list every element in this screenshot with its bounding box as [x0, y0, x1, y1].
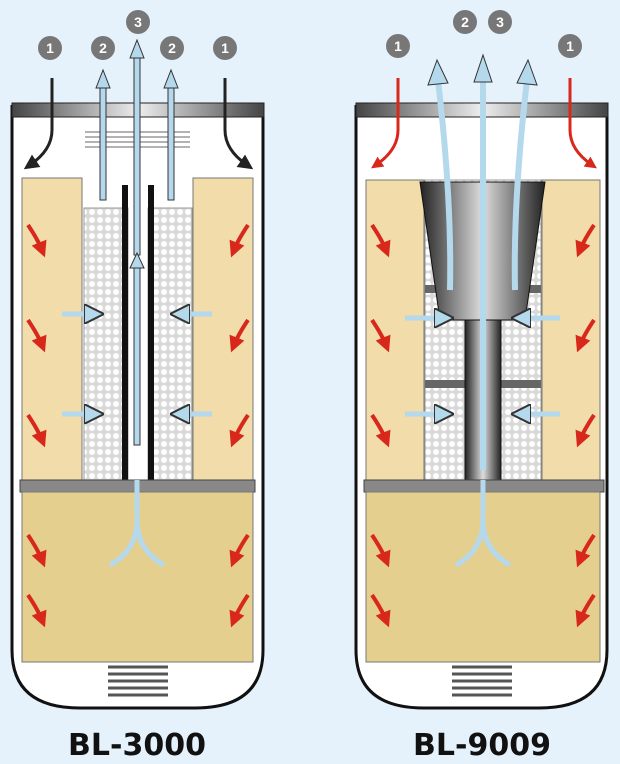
marker-1: 1 — [38, 36, 62, 60]
outer-media-right — [541, 179, 601, 481]
clean-outflow-arrows — [405, 53, 560, 568]
model-label: BL-3000 — [68, 728, 206, 763]
svg-text:1: 1 — [221, 40, 229, 56]
clean-outflow-arrows — [62, 38, 212, 568]
outer-media-left — [21, 177, 83, 481]
svg-text:1: 1 — [46, 40, 54, 56]
marker-3: 3 — [488, 10, 512, 34]
svg-text:2: 2 — [461, 14, 469, 30]
svg-text:3: 3 — [134, 14, 142, 30]
filter-bl-3000: 1 2 3 2 1 BL-3000 — [10, 10, 265, 763]
marker-3: 3 — [126, 10, 150, 34]
svg-text:2: 2 — [168, 40, 176, 56]
dirty-flow-arrows — [370, 223, 596, 628]
marker-2: 2 — [453, 10, 477, 34]
marker-1: 1 — [386, 34, 410, 58]
inner-media-left — [83, 207, 129, 481]
outer-media-left — [365, 179, 425, 481]
dirty-flow-arrows — [26, 223, 250, 628]
svg-text:1: 1 — [394, 38, 402, 54]
svg-text:3: 3 — [496, 14, 504, 30]
spring — [452, 665, 512, 697]
inflow-arrows — [23, 78, 254, 170]
svg-text:1: 1 — [566, 38, 574, 54]
marker-2: 2 — [160, 36, 184, 60]
marker-1: 1 — [558, 34, 582, 58]
flow-markers: 1 2 3 2 1 — [38, 10, 237, 60]
center-tube-wall — [122, 185, 128, 480]
flow-markers: 1 2 3 1 — [386, 10, 582, 58]
marker-2: 2 — [91, 36, 115, 60]
marker-1: 1 — [213, 36, 237, 60]
spring — [108, 665, 168, 697]
inflow-arrows — [371, 78, 597, 169]
filter-bl-9009: 1 2 3 1 BL-9009 — [354, 10, 609, 763]
model-label: BL-9009 — [413, 728, 551, 763]
svg-text:2: 2 — [99, 40, 107, 56]
center-tube-wall — [148, 185, 154, 480]
inner-media-right — [147, 207, 193, 481]
